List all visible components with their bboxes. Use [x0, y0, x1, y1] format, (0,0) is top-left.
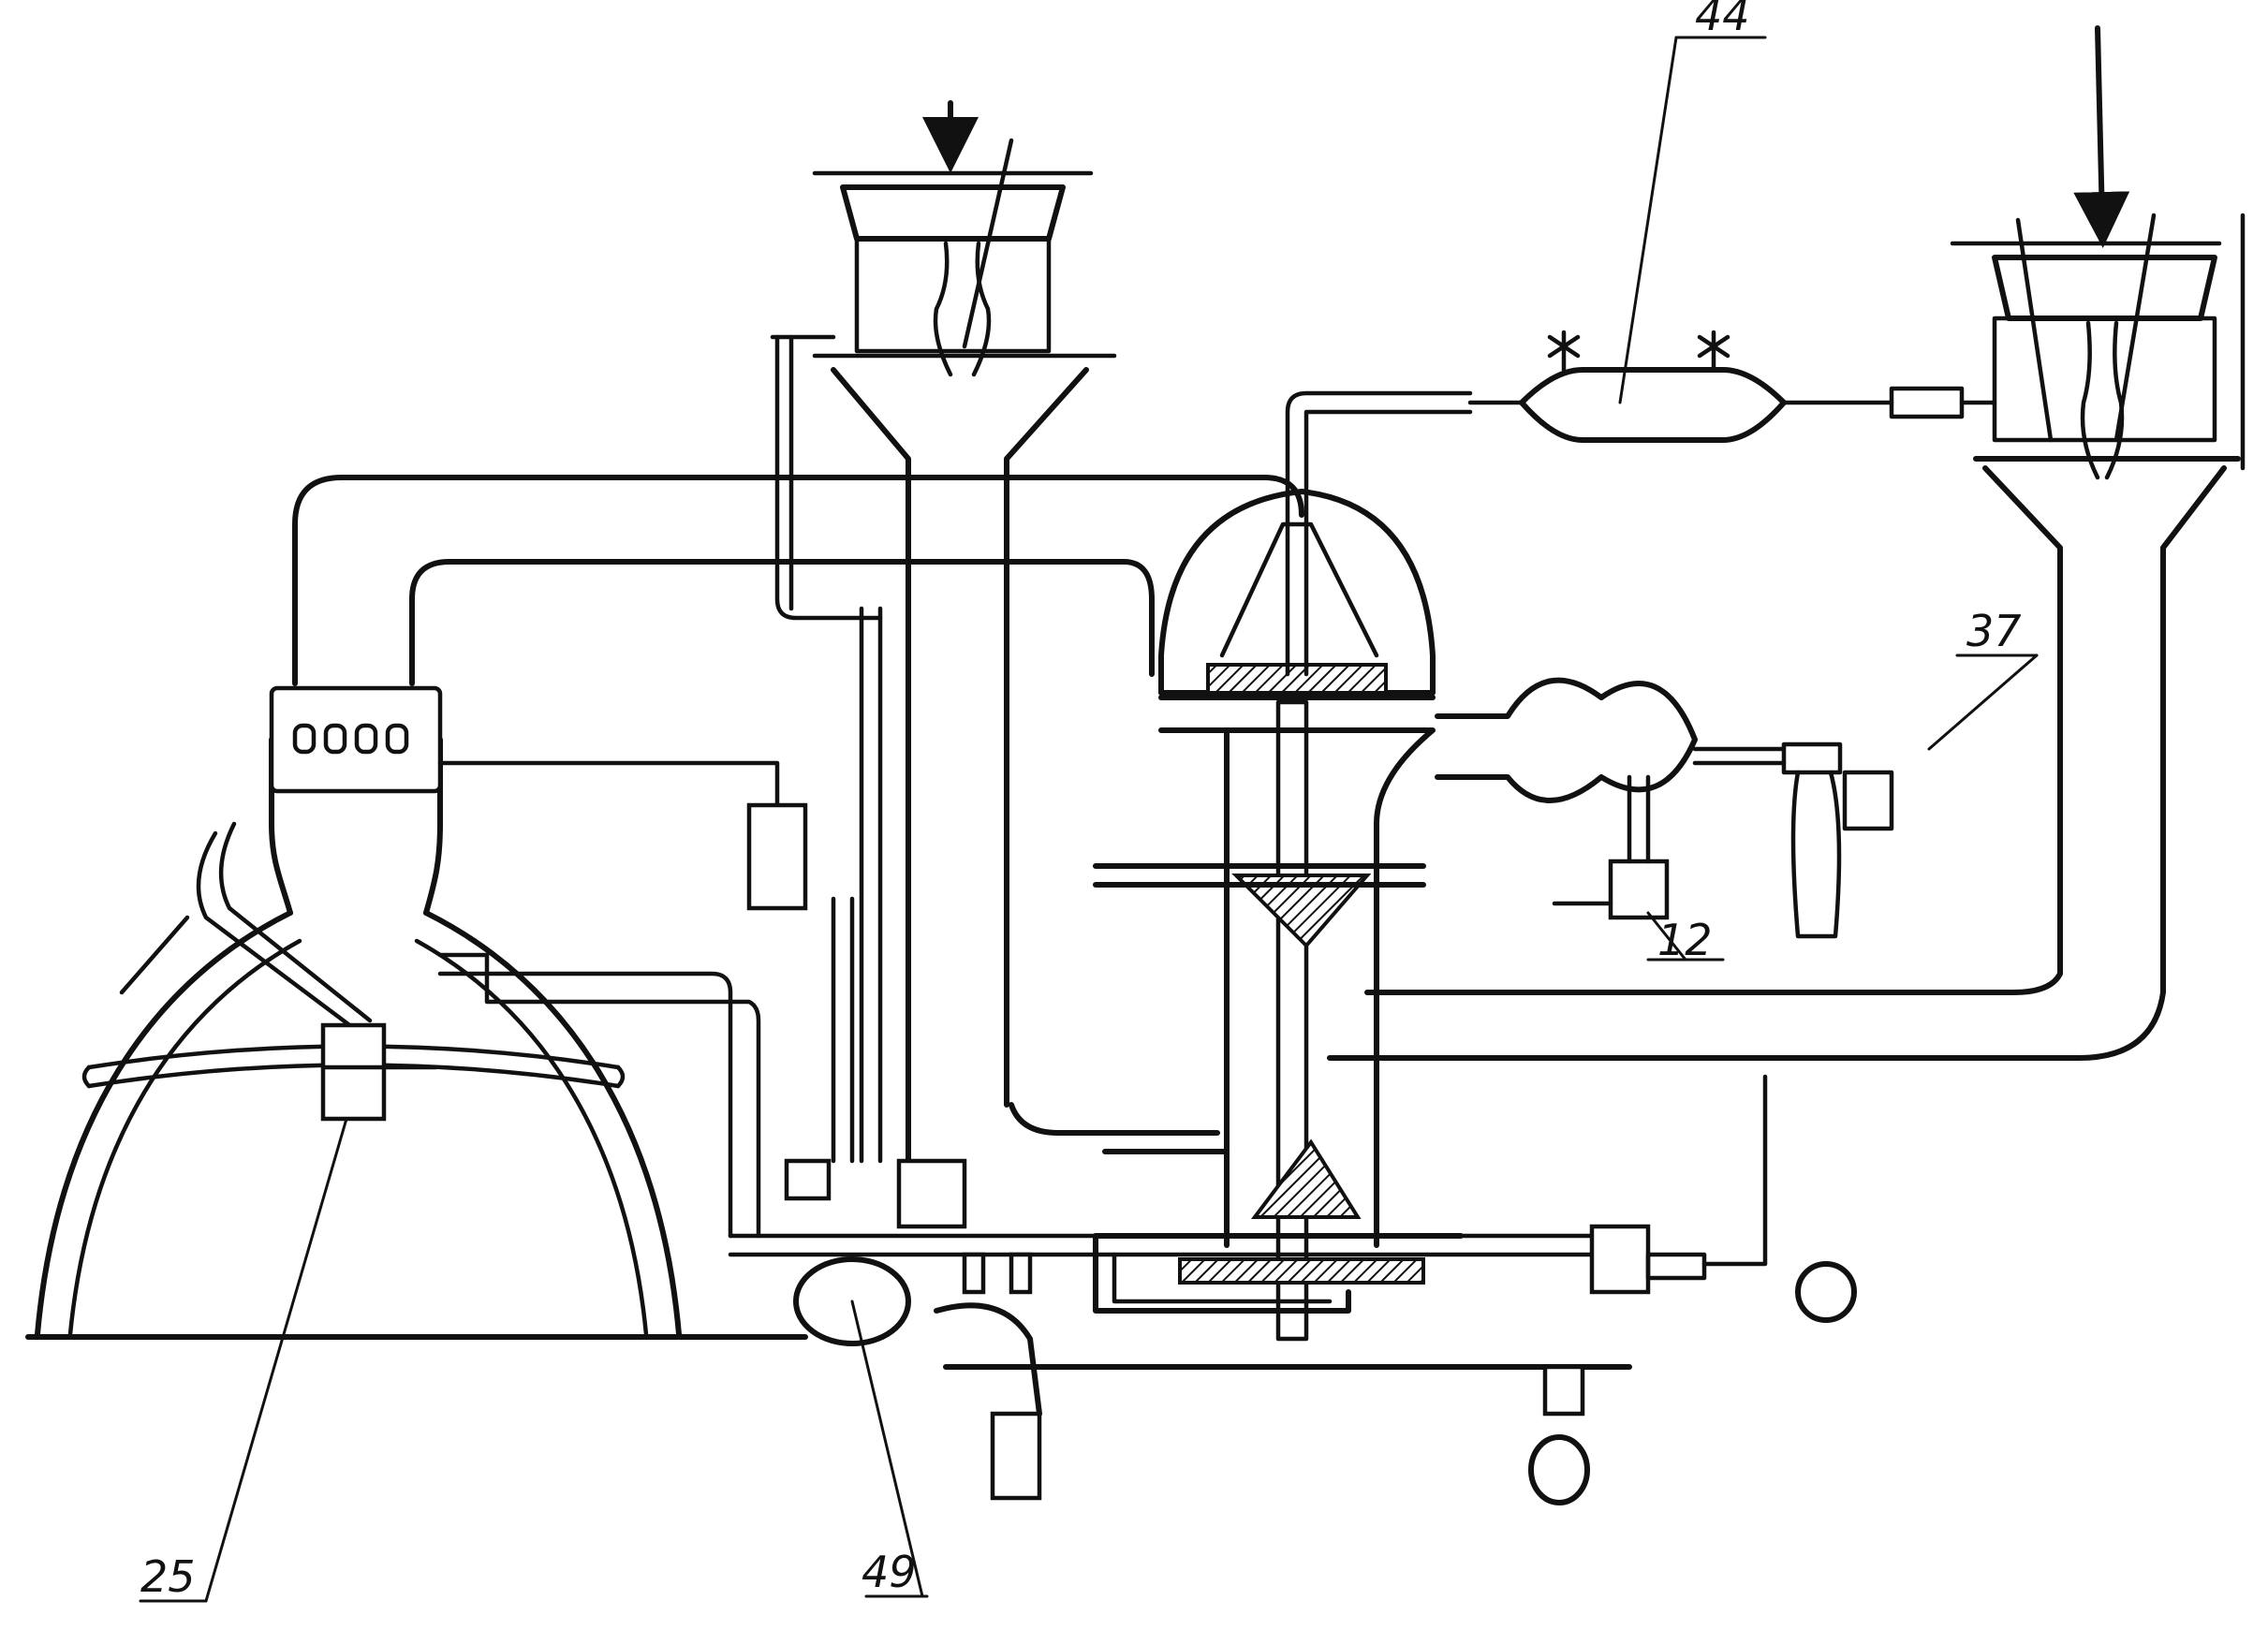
callout-25: 25	[140, 1551, 196, 1602]
component-12-valve	[1552, 774, 1670, 920]
component-44-tank	[1285, 330, 1997, 677]
component-49-assembly	[437, 334, 1857, 1505]
valve-25	[320, 1022, 387, 1122]
component-37-regulator	[1435, 677, 1894, 939]
fuel-pump	[1327, 25, 2246, 1061]
callout-37: 37	[1966, 606, 2022, 656]
callout-44: 44	[1695, 0, 1750, 40]
callout-leaders	[139, 36, 2039, 1603]
hot-gas-duct	[292, 475, 1304, 686]
callout-49: 49	[862, 1547, 917, 1597]
oxidizer-pump	[812, 100, 1117, 1220]
combustion-chamber-nozzle	[25, 685, 808, 1340]
callout-12: 12	[1657, 915, 1713, 965]
gas-generator-turbine	[1009, 489, 1464, 1342]
injector-holes	[292, 723, 409, 755]
